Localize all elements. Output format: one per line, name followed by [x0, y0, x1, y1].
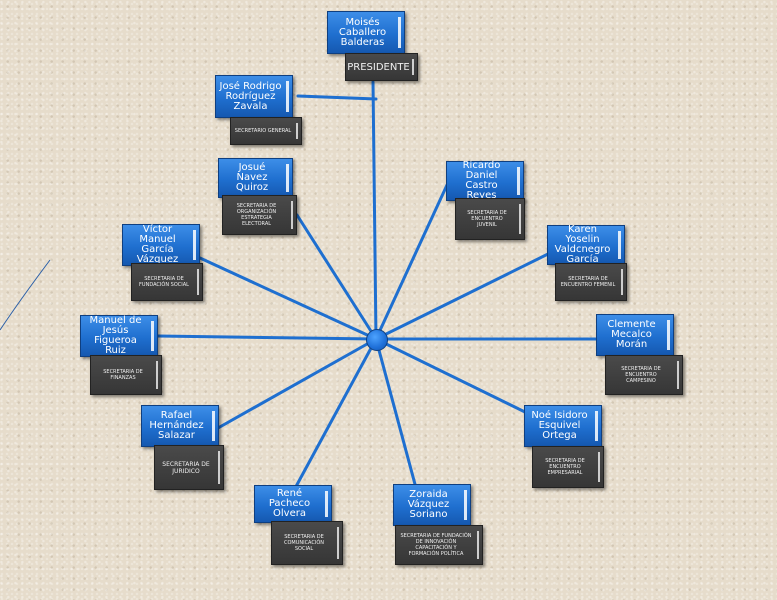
- node-name-ricardo-daniel: Ricardo Daniel Castro Reyes: [446, 161, 524, 201]
- node-name-manuel-de-jesus: Manuel de Jesús Figueroa Ruiz: [80, 315, 158, 357]
- node-role-zoraida-vazquez: SECRETARIA DE FUNDACIÓN DE INNOVACIÓN CA…: [395, 525, 483, 565]
- connector-presidente: [371, 80, 378, 341]
- connector-noe-isidoro: [374, 337, 529, 415]
- connector-zoraida-vazquez: [374, 337, 418, 490]
- node-role-presidente: PRESIDENTE: [345, 53, 418, 81]
- connector-rene-pacheco: [291, 337, 378, 494]
- connector-karen-yoselin: [374, 251, 552, 341]
- node-role-victor-manuel: SECRETARIA DE FUNDACIÓN SOCIAL: [131, 263, 203, 301]
- connector-secretario-general: [296, 94, 378, 101]
- node-name-josue-navez: Josué Navez Quiroz: [218, 158, 293, 198]
- connector-ricardo-daniel: [374, 183, 449, 341]
- connector-josue-navez: [295, 213, 378, 341]
- connector-manuel-de-jesus: [156, 334, 378, 341]
- connector-victor-manuel: [198, 256, 378, 341]
- node-role-jose-rodrigo: SECRETARIO GENERAL: [230, 117, 302, 145]
- node-name-rafael-hernandez: Rafael Hernández Salazar: [141, 405, 219, 447]
- node-role-rene-pacheco: SECRETARIA DE COMUNICACIÓN SOCIAL: [271, 521, 343, 565]
- node-name-karen-yoselin: Karen Yoselin Valdcnegro García: [547, 225, 625, 265]
- node-role-ricardo-daniel: SECRETARIA DE ENCUENTRO JUVENIL: [455, 198, 525, 240]
- node-role-manuel-de-jesus: SECRETARIA DE FINANZAS: [90, 355, 162, 395]
- node-name-clemente-mecalco: Clemente Mecalco Morán: [596, 314, 674, 356]
- node-role-josue-navez: SECRETARIA DE ORGANIZACIÓN ESTRATEGIA EL…: [222, 195, 297, 235]
- node-name-rene-pacheco: René Pacheco Olvera: [254, 485, 332, 523]
- node-role-noe-isidoro: SECRETARIA DE ENCUENTRO EMPRESARIAL: [532, 446, 604, 488]
- node-name-zoraida-vazquez: Zoraida Vázquez Soriano: [393, 484, 471, 526]
- central-hub: [366, 329, 388, 351]
- node-role-clemente-mecalco: SECRETARIA DE ENCUENTRO CAMPESINO: [605, 355, 683, 395]
- node-name-noe-isidoro: Noé Isidoro Esquivel Ortega: [524, 405, 602, 447]
- decorative-curve: [0, 259, 51, 331]
- connector-rafael-hernandez: [216, 337, 378, 430]
- node-name-jose-rodrigo: José Rodrigo Rodríguez Zavala: [215, 75, 293, 118]
- node-name-presidente: Moisés Caballero Balderas: [327, 11, 405, 54]
- node-name-victor-manuel: Víctor Manuel García Vázquez: [122, 224, 200, 266]
- node-role-rafael-hernandez: SECRETARIA DE JURIDICO: [154, 445, 224, 490]
- node-role-karen-yoselin: SECRETARIA DE ENCUENTRO FEMENIL: [555, 263, 627, 301]
